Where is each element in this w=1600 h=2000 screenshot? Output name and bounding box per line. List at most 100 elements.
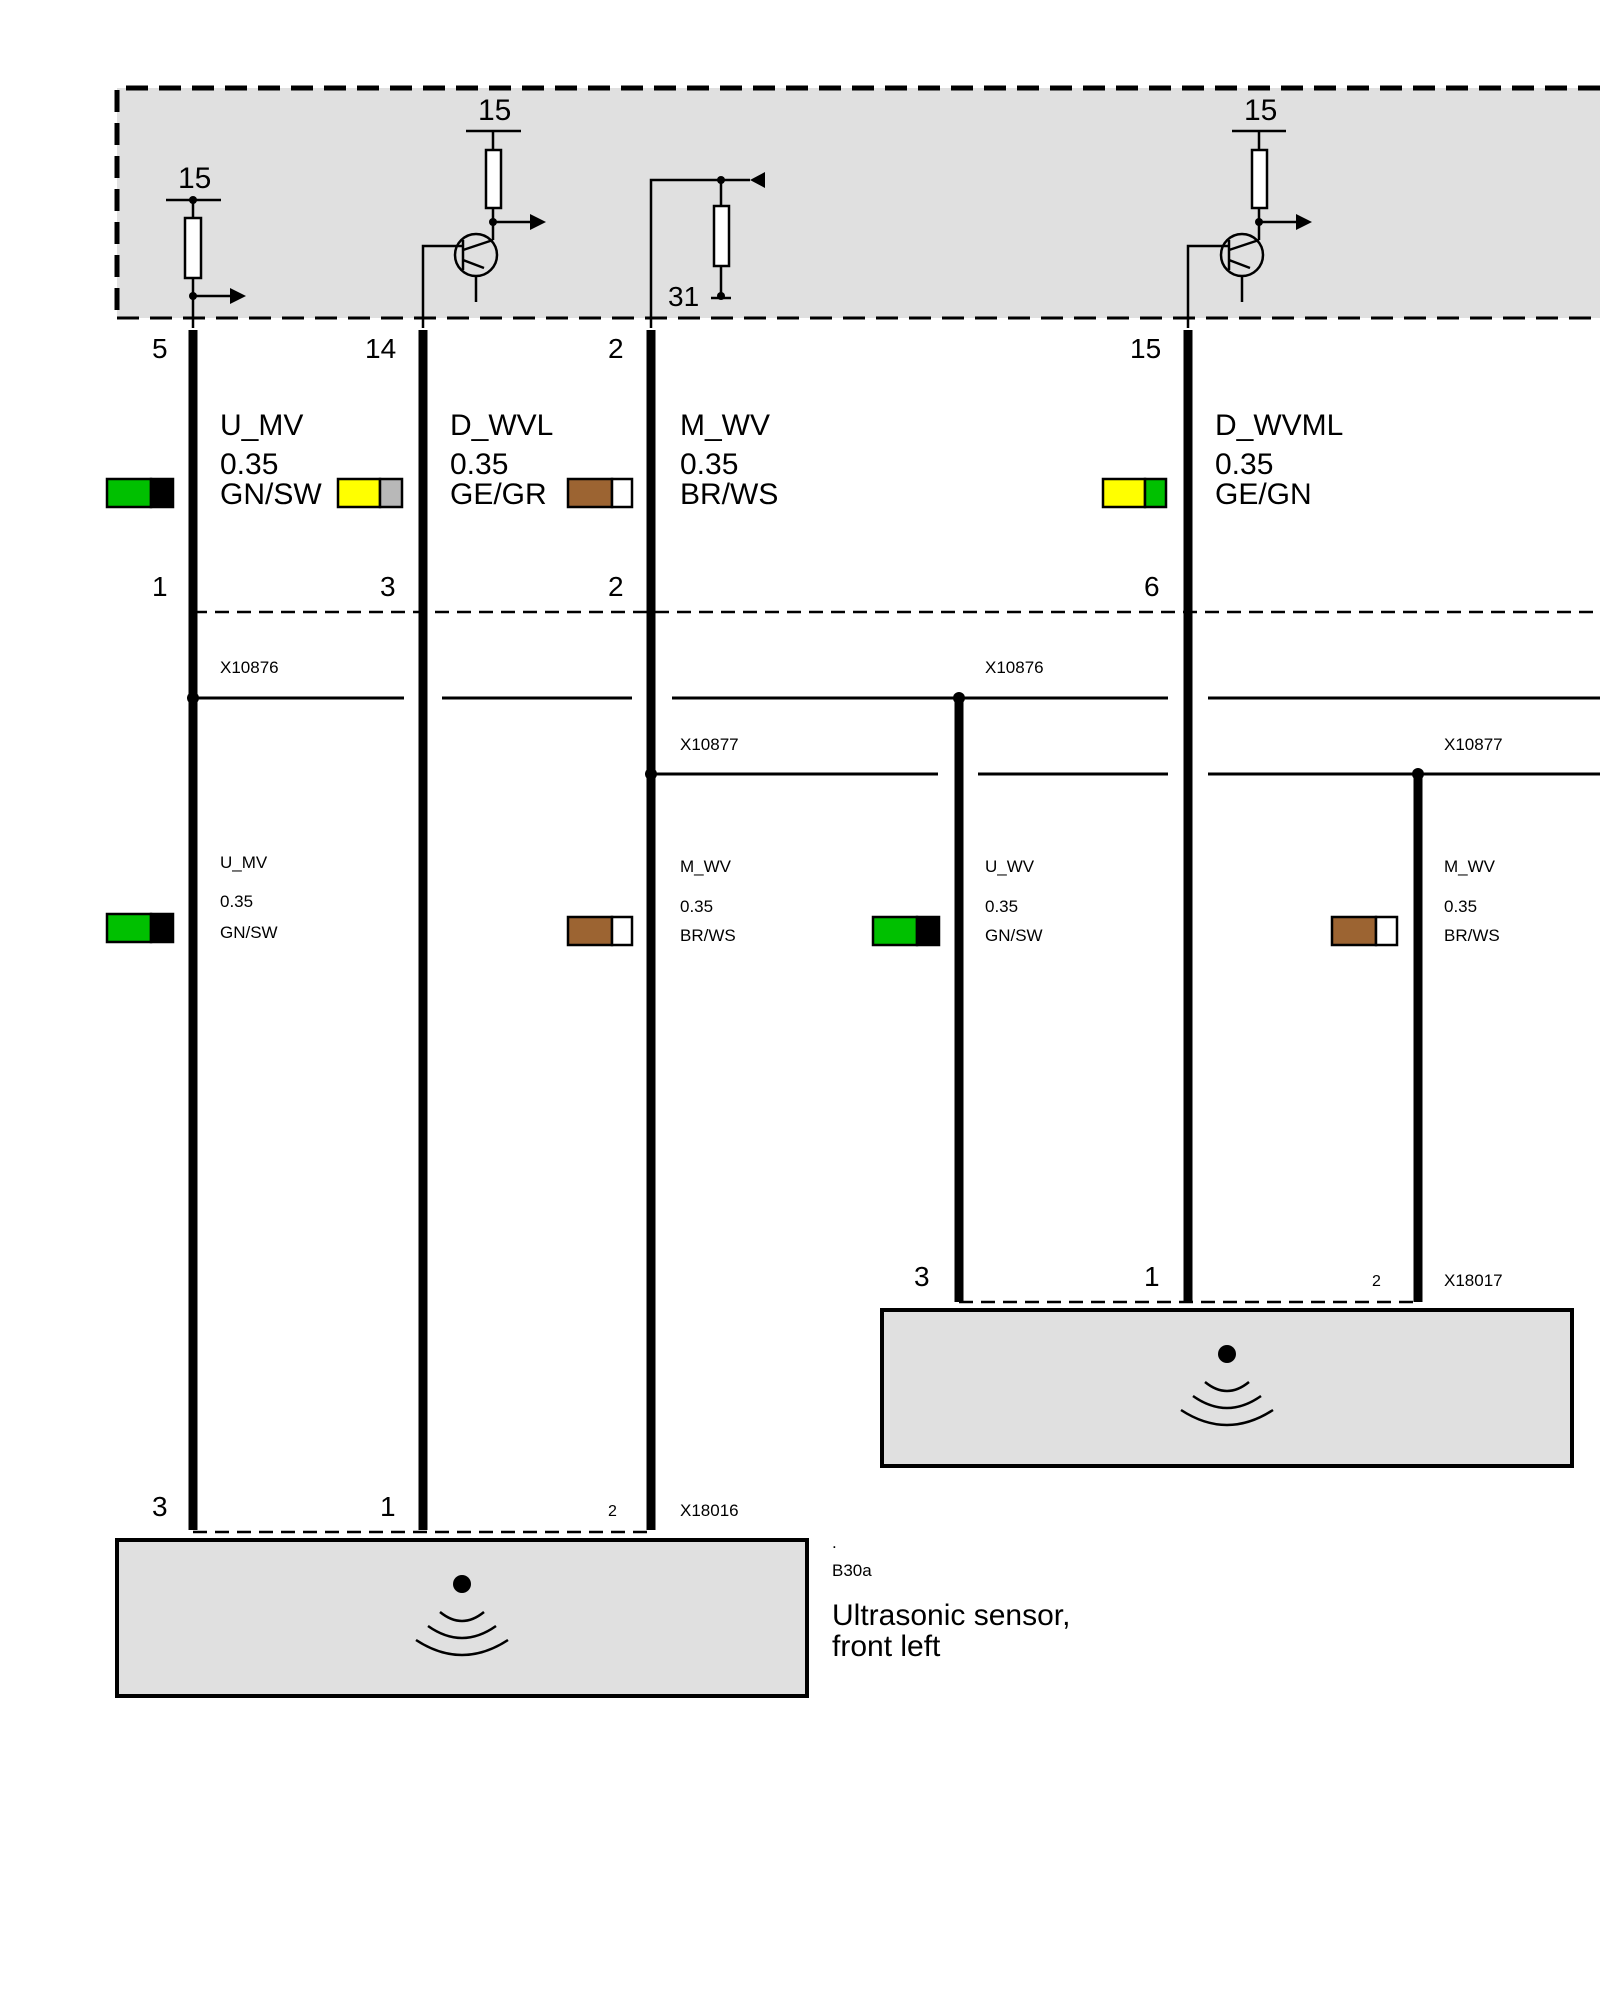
sensor-left-dot: . [832, 1533, 837, 1552]
wire-name: M_WV [680, 857, 732, 876]
wire-size: 0.35 [680, 897, 713, 916]
color-swatch-primary [566, 915, 614, 947]
color-swatch-secondary [1374, 915, 1399, 947]
color-swatch-secondary [1143, 477, 1168, 509]
sensor-right-pin-3: 2 [1372, 1273, 1381, 1290]
mid-connector: 1 3 2 6 [152, 571, 1600, 614]
wire-size: 0.35 [1215, 448, 1273, 481]
control-unit: 15 15 [114, 85, 1600, 328]
color-swatch-primary [871, 915, 919, 947]
sensor-left-name-line1: Ultrasonic sensor, [832, 1599, 1070, 1632]
splice-label-1: X10876 [220, 658, 279, 677]
color-swatch-secondary [915, 915, 941, 947]
color-swatch-primary [336, 477, 382, 509]
ground-label: 31 [668, 281, 699, 312]
wire-size: 0.35 [985, 897, 1018, 916]
wire-color: GN/SW [985, 926, 1043, 945]
ground-circuit: 31 [649, 172, 765, 328]
splice-label-4: X10877 [1444, 735, 1503, 754]
wire-color: GE/GN [1215, 478, 1312, 511]
color-swatch-primary [566, 477, 614, 509]
wire-color: GN/SW [220, 923, 278, 942]
sensor-right-connector: X18017 [1444, 1271, 1503, 1290]
wire-color: GN/SW [220, 478, 322, 511]
wire-label-lower-u-wv: U_WV 0.35 GN/SW [871, 857, 1043, 947]
sensor-left-id: B30a [832, 1561, 872, 1580]
pin-top-1: 5 [152, 333, 168, 364]
wire-name: U_MV [220, 409, 303, 442]
wire-color: GE/GR [450, 478, 547, 511]
wire-size: 0.35 [450, 448, 508, 481]
pin-mid-4: 6 [1144, 571, 1160, 602]
sensor-left-pin-3: 2 [608, 1503, 617, 1520]
wire-name: D_WVML [1215, 409, 1343, 442]
pin-top-3: 2 [608, 333, 624, 364]
transistor-circuit-2: 15 [1186, 94, 1312, 328]
sensor-left-name-line2: front left [832, 1630, 941, 1663]
wire-size: 0.35 [680, 448, 738, 481]
sensor-left: 3 1 2 X18016 . B30a Ultrasonic sensor, f… [115, 1491, 1070, 1698]
wire-size: 0.35 [1444, 897, 1477, 916]
wire-size: 0.35 [220, 448, 278, 481]
ultrasonic-icon [1180, 1345, 1274, 1427]
pin-top-4: 15 [1130, 333, 1161, 364]
sensor-right-box [880, 1308, 1574, 1468]
wire-label-lower-m-wv-right: M_WV 0.35 BR/WS [1330, 857, 1500, 947]
ultrasonic-icon [415, 1575, 509, 1657]
wire-labels-top: U_MV 0.35 GN/SW D_WVL 0.35 GE/GR M_WV 0.… [105, 409, 1343, 511]
supply-label-3: 15 [1244, 94, 1277, 127]
splice-dot [953, 692, 965, 704]
color-swatch-primary [1101, 477, 1147, 509]
wire-label-lower-m-wv: M_WV 0.35 BR/WS [566, 857, 736, 947]
pin-mid-3: 2 [608, 571, 624, 602]
wire-color: BR/WS [680, 478, 778, 511]
wire-label-m-wv: M_WV 0.35 BR/WS [566, 409, 778, 511]
sensor-right: 3 1 2 X18017 [880, 1261, 1574, 1468]
wire-label-d-wvl: D_WVL 0.35 GE/GR [336, 409, 553, 511]
sensor-left-pin-1: 3 [152, 1491, 168, 1522]
splice-buses: X10876 X10876 X10877 X10877 [187, 658, 1600, 780]
sensor-right-pin-2: 1 [1144, 1261, 1160, 1292]
main-wires [188, 330, 1423, 1530]
wire-name: D_WVL [450, 409, 553, 442]
supply-label-2: 15 [478, 94, 511, 127]
wire-size: 0.35 [220, 892, 253, 911]
control-unit-border [114, 85, 1600, 318]
wire-name: U_WV [985, 857, 1035, 876]
wire-name: M_WV [1444, 857, 1496, 876]
sensor-left-connector: X18016 [680, 1501, 739, 1520]
splice-label-2: X10877 [680, 735, 739, 754]
color-swatch-primary [105, 477, 153, 509]
color-swatch-secondary [610, 477, 634, 509]
wire-label-u-mv: U_MV 0.35 GN/SW [105, 409, 322, 511]
control-unit-box [117, 88, 1600, 318]
wire-name: U_MV [220, 853, 268, 872]
pins-top: 5 14 2 15 [152, 333, 1161, 364]
wire-color: BR/WS [1444, 926, 1500, 945]
transistor-circuit-1: 15 [421, 94, 546, 328]
supply-label-1: 15 [178, 162, 211, 195]
sensor-left-box [115, 1538, 809, 1698]
color-swatch-secondary [149, 912, 175, 944]
pin-top-2: 14 [365, 333, 396, 364]
wire-labels-lower: U_MV 0.35 GN/SW M_WV 0.35 BR/WS U_WV 0.3… [105, 853, 1500, 947]
wire-color: BR/WS [680, 926, 736, 945]
color-swatch-secondary [610, 915, 634, 947]
color-swatch-secondary [378, 477, 404, 509]
color-swatch-primary [1330, 915, 1378, 947]
splice-label-3: X10876 [985, 658, 1044, 677]
pin-mid-2: 3 [380, 571, 396, 602]
sensor-left-pin-2: 1 [380, 1491, 396, 1522]
color-swatch-primary [105, 912, 153, 944]
splice-dot [1412, 768, 1424, 780]
pullup-circuit-1: 15 [166, 162, 246, 328]
wire-name: M_WV [680, 409, 770, 442]
splice-dot [645, 768, 657, 780]
pin-mid-1: 1 [152, 571, 168, 602]
wire-label-d-wvml: D_WVML 0.35 GE/GN [1101, 409, 1343, 511]
wire-label-lower-u-mv: U_MV 0.35 GN/SW [105, 853, 278, 944]
sensor-right-pin-1: 3 [914, 1261, 930, 1292]
splice-dot [187, 692, 199, 704]
color-swatch-secondary [149, 477, 175, 509]
